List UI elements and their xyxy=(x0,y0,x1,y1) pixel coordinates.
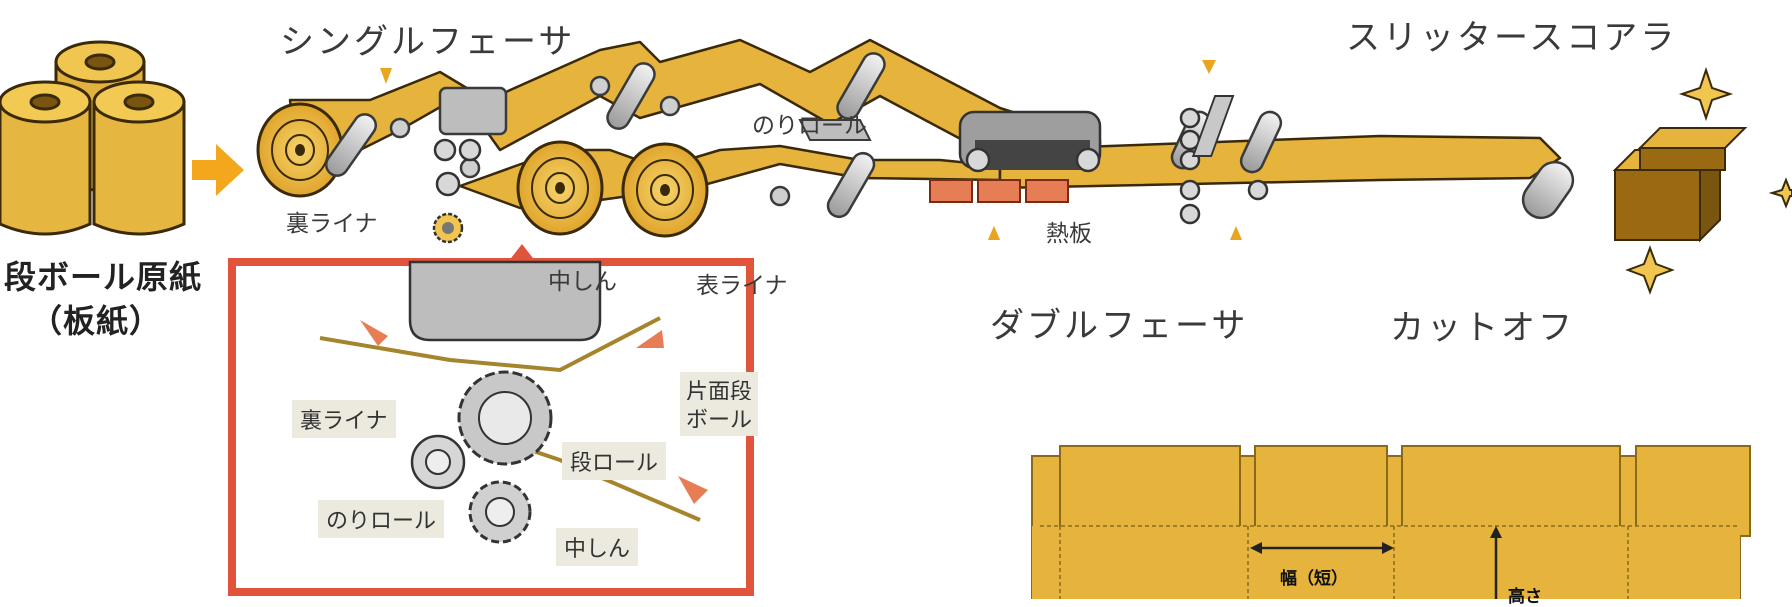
box-label-width: 幅（短） xyxy=(1280,564,1348,589)
inset-label-single-face-2: ボール xyxy=(680,400,759,436)
feed-arrow xyxy=(192,144,244,196)
label-glue-roll: のりロール xyxy=(752,113,867,139)
cutoff-marker xyxy=(1230,226,1242,240)
label-back-liner: 裏ライナ xyxy=(286,211,378,237)
paper-rolls-icon xyxy=(0,40,186,236)
glue-roll-unit xyxy=(798,119,872,141)
reel-medium xyxy=(516,140,604,236)
label-slitter-scorer: スリッタースコアラ xyxy=(1346,18,1678,58)
roller-icon xyxy=(324,52,1575,220)
double-facer-marker xyxy=(988,226,1000,240)
inset-label-corrugating-roll: 段ロール xyxy=(562,442,667,480)
label-cut-off: カットオフ xyxy=(1390,308,1575,348)
inset-label-back-liner: 裏ライナ xyxy=(292,400,396,438)
label-front-liner: 表ライナ xyxy=(696,273,788,299)
reel-back-liner xyxy=(256,102,344,198)
inset-label-glue-roll: のりロール xyxy=(318,500,445,538)
single-facer-marker xyxy=(380,68,392,84)
gear-icon xyxy=(432,212,464,244)
sparkle-icon xyxy=(1625,66,1792,295)
label-medium: 中しん xyxy=(548,269,617,295)
stacked-boards xyxy=(1612,127,1748,243)
label-raw-paper: 段ボール原紙 xyxy=(4,258,203,296)
hot-plates xyxy=(929,179,1069,203)
label-single-facer: シングルフェーサ xyxy=(280,22,576,62)
slitter-marker xyxy=(1202,60,1216,74)
inset-label-medium: 中しん xyxy=(556,528,639,566)
box-label-height: 高さ xyxy=(1508,587,1542,607)
label-hot-plate: 熱板 xyxy=(1046,221,1092,247)
reel-front-liner xyxy=(621,142,709,238)
single-facer-unit xyxy=(433,86,508,197)
double-facer-unit xyxy=(958,110,1102,173)
box-blank-diagram xyxy=(1031,445,1751,599)
cutoff-unit xyxy=(1191,95,1269,201)
label-raw-paper-sub: （板紙） xyxy=(30,302,163,340)
label-double-facer: ダブルフェーサ xyxy=(990,306,1249,346)
